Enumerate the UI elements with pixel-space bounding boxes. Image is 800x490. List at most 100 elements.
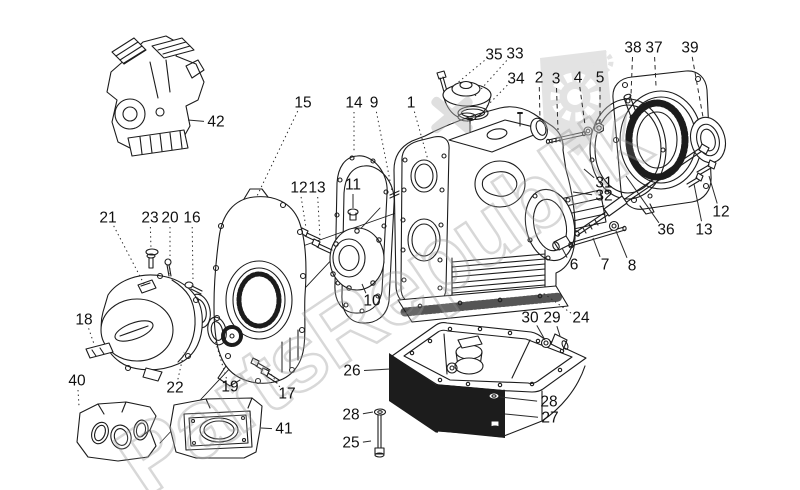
callout-15-14: 15 xyxy=(294,94,312,112)
callout-9-8: 9 xyxy=(369,94,379,112)
sump-hardware xyxy=(373,333,569,458)
callout-19-18: 19 xyxy=(221,378,239,396)
leader-28-27 xyxy=(362,411,374,415)
crankcase xyxy=(393,106,607,323)
dowel-pin xyxy=(623,93,638,120)
front-flange xyxy=(299,227,385,291)
leader-23-22 xyxy=(149,226,152,251)
label-strip xyxy=(85,342,114,359)
leader-41-41 xyxy=(260,427,273,430)
leader-2-1 xyxy=(538,86,541,122)
leader-22-21 xyxy=(177,351,185,380)
leader-36-36 xyxy=(625,175,660,224)
callout-37-37: 37 xyxy=(645,39,663,57)
oil-seal xyxy=(689,116,727,164)
leader-13-44 xyxy=(693,183,702,222)
callout-1-0: 1 xyxy=(406,94,416,112)
leader-42-42 xyxy=(187,119,205,122)
callout-20-19: 20 xyxy=(161,209,179,227)
leader-6-5 xyxy=(561,247,568,258)
leader-17-16 xyxy=(266,367,281,388)
breather-valve xyxy=(436,70,492,122)
callout-14-13: 14 xyxy=(345,94,363,112)
leader-12-11 xyxy=(300,196,307,229)
callout-6-5: 6 xyxy=(569,256,579,274)
leader-30-30 xyxy=(536,325,546,341)
callout-4-3: 4 xyxy=(573,69,583,87)
cover-bolts xyxy=(250,357,280,384)
leader-1-0 xyxy=(413,111,429,161)
callout-29-29: 29 xyxy=(543,309,561,327)
leader-8-7 xyxy=(615,230,628,258)
callout-25-24: 25 xyxy=(342,434,360,452)
callout-28-27: 28 xyxy=(342,406,360,424)
leader-7-6 xyxy=(592,237,601,257)
leader-38-38 xyxy=(630,56,633,96)
callout-7-6: 7 xyxy=(600,256,610,274)
leader-10-9 xyxy=(361,283,367,294)
callout-10-9: 10 xyxy=(363,292,381,310)
callout-38-38: 38 xyxy=(624,39,642,57)
leader-15-14 xyxy=(256,110,299,197)
leader-24-23 xyxy=(542,292,572,314)
engine-thumbnail xyxy=(106,35,205,157)
callout-13-12: 13 xyxy=(308,179,326,197)
leader-25-24 xyxy=(362,440,372,443)
leader-28-28 xyxy=(499,396,538,402)
leader-34-34 xyxy=(482,84,508,111)
callout-2-1: 2 xyxy=(534,69,544,87)
top-hardware xyxy=(530,117,604,145)
leader-27-26 xyxy=(504,413,539,418)
callout-40-40: 40 xyxy=(68,372,86,390)
oil-sump xyxy=(389,322,587,438)
long-stud xyxy=(574,143,710,237)
leader-3-2 xyxy=(556,87,559,131)
alternator-cover xyxy=(100,272,203,382)
callout-17-16: 17 xyxy=(278,385,296,403)
leader-4-3 xyxy=(579,86,586,126)
leader-35-35 xyxy=(449,60,485,90)
callout-32-32: 32 xyxy=(595,187,613,205)
callout-26-25: 26 xyxy=(343,362,361,380)
leader-18-17 xyxy=(88,328,95,345)
leader-31-31 xyxy=(583,168,595,179)
callout-22-21: 22 xyxy=(166,379,184,397)
housing-bolts xyxy=(686,159,717,188)
callout-21-20: 21 xyxy=(99,209,117,227)
gasket-bag-left xyxy=(76,401,157,462)
leader-21-20 xyxy=(113,225,145,285)
leader-32-32 xyxy=(572,191,593,196)
callout-33-33: 33 xyxy=(506,45,524,63)
leader-29-29 xyxy=(556,326,561,337)
callout-36-36: 36 xyxy=(657,221,675,239)
callout-39-39: 39 xyxy=(681,39,699,57)
timing-cover xyxy=(212,188,307,387)
callout-5-4: 5 xyxy=(595,69,605,87)
leader-37-37 xyxy=(654,56,657,87)
leader-19-18 xyxy=(214,339,227,379)
side-stud xyxy=(552,220,627,251)
callout-34-34: 34 xyxy=(507,70,525,88)
gasket-bag-right xyxy=(169,397,263,459)
callout-13-44: 13 xyxy=(695,221,713,239)
callout-35-35: 35 xyxy=(485,46,503,64)
callout-16-15: 16 xyxy=(183,209,201,227)
callout-18-17: 18 xyxy=(75,311,93,329)
callout-8-7: 8 xyxy=(627,257,637,275)
callout-30-30: 30 xyxy=(521,309,539,327)
callout-12-43: 12 xyxy=(712,203,730,221)
leader-12-43 xyxy=(708,175,718,204)
callout-42-42: 42 xyxy=(207,113,225,131)
callout-28-28: 28 xyxy=(540,393,558,411)
callout-27-26: 27 xyxy=(541,409,559,427)
leader-39-39 xyxy=(691,56,704,118)
callout-41-41: 41 xyxy=(275,420,293,438)
callout-24-23: 24 xyxy=(572,309,590,327)
callout-31-31: 31 xyxy=(595,174,613,192)
callout-12-11: 12 xyxy=(290,179,308,197)
leader-26-25 xyxy=(363,368,391,371)
